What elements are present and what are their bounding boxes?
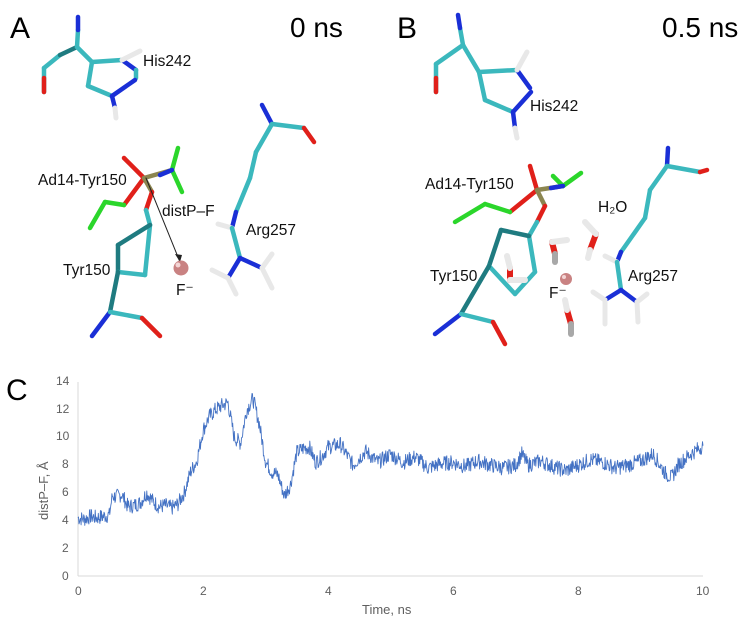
- y-tick: 6: [62, 485, 69, 499]
- x-tick: 2: [200, 584, 207, 598]
- residue-label-tyr150-b: Tyr150: [430, 268, 478, 285]
- panel-label-b: B: [397, 12, 418, 45]
- fluoride-ion-a: [173, 260, 189, 276]
- fluoride-label-b: F⁻: [549, 285, 567, 302]
- distance-label-a: distP–F: [162, 203, 215, 220]
- molecule-structure-b: [432, 12, 710, 347]
- y-tick: 2: [62, 541, 69, 555]
- line-chart: [77, 382, 704, 577]
- x-axis-title: Time, ns: [362, 602, 412, 617]
- x-tick: 6: [450, 584, 457, 598]
- y-tick: 10: [56, 429, 70, 443]
- y-axis-title: distP–F, Å: [36, 461, 51, 520]
- molecule-structure-a: [41, 14, 317, 339]
- residue-label-tyr150-a: Tyr150: [63, 262, 111, 279]
- water-label-b: H₂O: [598, 199, 628, 216]
- time-label-a: 0 ns: [290, 12, 343, 43]
- panel-b: B 0.5 ns: [375, 0, 749, 350]
- fluoride-label-a: F⁻: [176, 282, 194, 299]
- panel-label-a: A: [10, 12, 31, 45]
- residue-label-ligand-a: Ad14-Tyr150: [38, 172, 127, 189]
- residue-label-arg257-a: Arg257: [246, 222, 296, 239]
- distance-series-line: [77, 393, 704, 526]
- residue-label-his242-b: His242: [530, 98, 579, 115]
- y-tick: 8: [62, 457, 69, 471]
- y-tick: 14: [56, 374, 70, 388]
- x-tick: 10: [696, 584, 710, 598]
- y-tick: 0: [62, 569, 69, 583]
- residue-label-ligand-b: Ad14-Tyr150: [425, 176, 514, 193]
- residue-label-arg257-b: Arg257: [628, 268, 678, 285]
- residue-label-his242-a: His242: [143, 53, 192, 70]
- x-tick: 8: [575, 584, 582, 598]
- x-tick: 4: [325, 584, 332, 598]
- y-tick: 12: [56, 402, 70, 416]
- panel-c-chart: C 14 12 10 8 6 4 2 0 0 2 4 6 8 10 Time, …: [0, 360, 749, 627]
- panel-a: A 0 ns: [0, 0, 375, 350]
- y-tick: 4: [62, 513, 69, 527]
- time-label-b: 0.5 ns: [662, 12, 739, 43]
- panel-label-c: C: [6, 374, 28, 407]
- x-tick: 0: [75, 584, 82, 598]
